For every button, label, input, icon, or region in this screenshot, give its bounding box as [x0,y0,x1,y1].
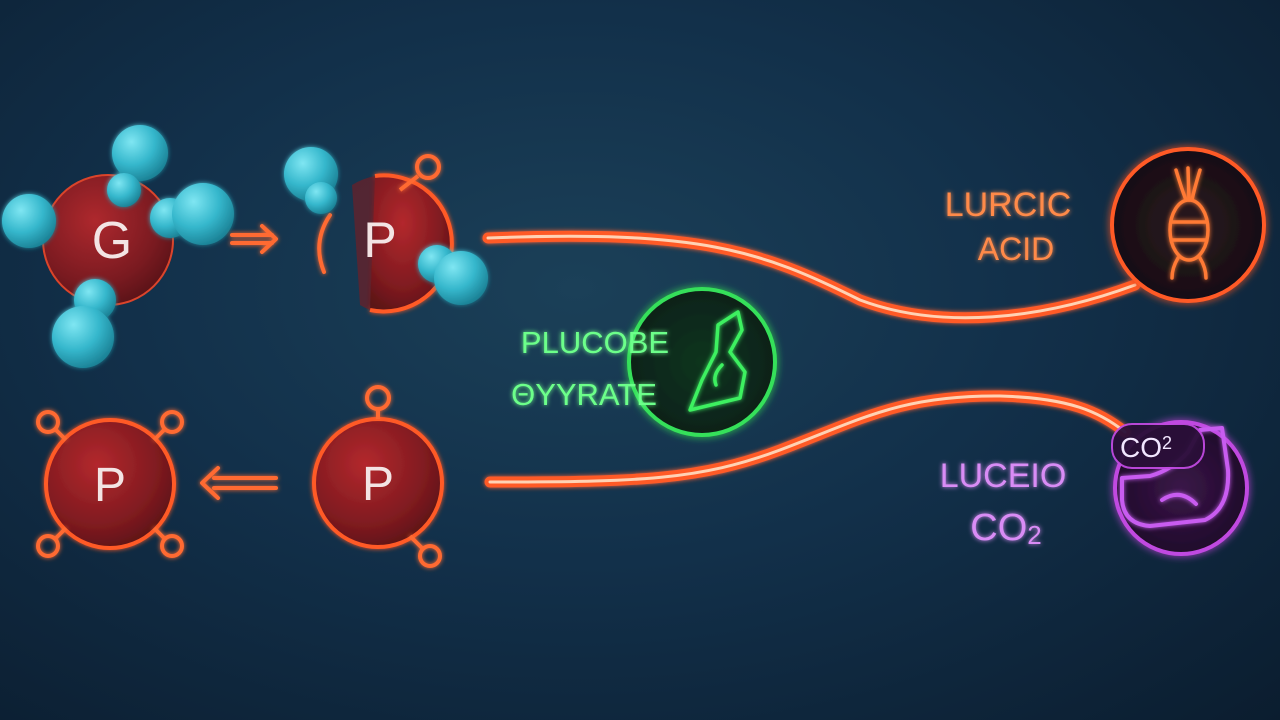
glucose-molecule: G [2,125,234,368]
muscle-fiber-icon [1168,166,1210,280]
right-bottom-node: CO2 LUCEIO CO2 [940,420,1249,556]
glucose-label: G [92,212,132,270]
right-bottom-label-line2: CO2 [970,507,1041,550]
right-top-label-line1: LURCIC [945,186,1072,224]
center-node: PLUCOBE ΘYYRATE [511,287,777,437]
atom [2,194,56,248]
center-label-line2: ΘYYRATE [511,377,657,412]
p-bottom-mid-label: P [362,458,394,511]
co2-badge-sub: 2 [1162,433,1172,453]
p-bottom-left-label: P [94,459,126,512]
right-top-node: LURCIC ACID [945,147,1266,303]
arrow-left-icon [200,466,278,500]
atom [172,183,234,245]
co2-label-base: CO [970,507,1027,549]
atom [112,125,168,181]
co2-badge-base: CO [1120,432,1162,463]
p-top-label: P [363,212,396,268]
connector-top [482,230,1141,324]
phosphate-molecule-bottom-mid: P [312,385,444,568]
connector-bottom [484,390,1131,488]
phosphate-molecule-bottom-left: P [36,410,184,558]
arm-icon [688,310,747,412]
arrow-right-icon [230,224,278,254]
phosphate-molecule-top: P [284,147,488,314]
atom [107,173,141,207]
co2-badge [1111,423,1205,469]
co2-label-sub: 2 [1027,520,1041,550]
atom [305,182,337,214]
atom [52,306,114,368]
right-top-label-line2: ACID [978,231,1054,267]
co2-badge-text: CO2 [1120,432,1172,463]
center-label-line1: PLUCOBE [521,325,669,360]
right-bottom-label-line1: LUCEIO [940,457,1067,495]
atom [434,251,488,305]
